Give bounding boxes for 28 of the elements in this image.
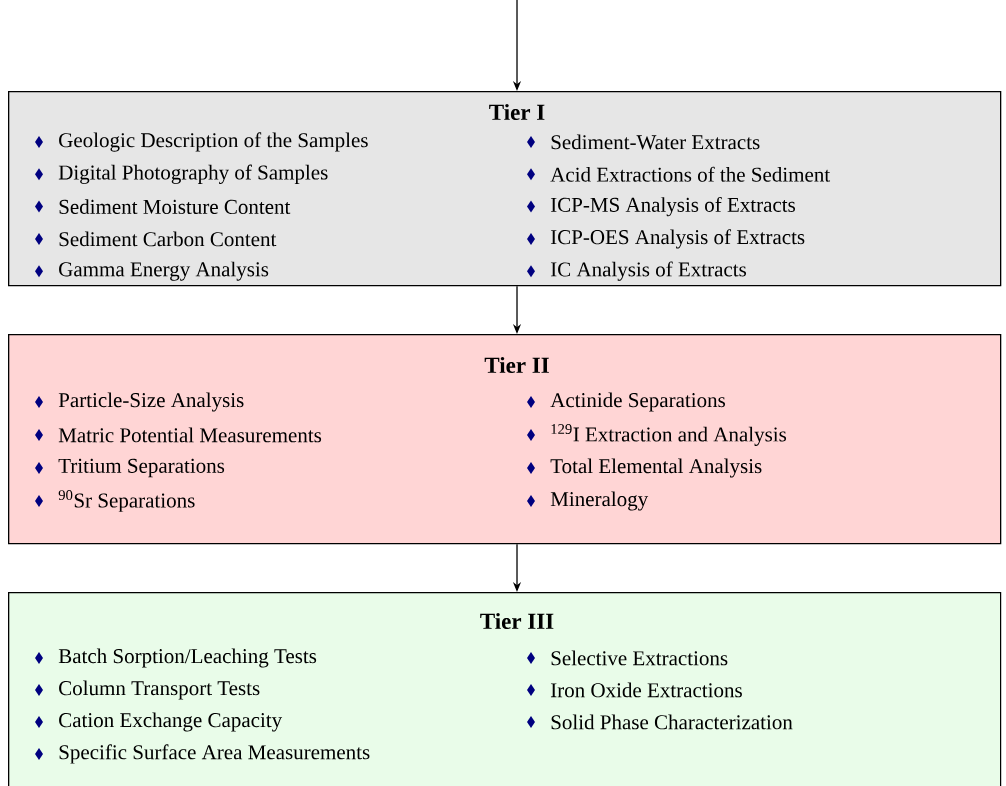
list-item: Sediment-Water Extracts	[551, 134, 760, 150]
tier-heading: Tier I	[489, 103, 545, 121]
list-item: Sediment Carbon Content	[59, 231, 277, 247]
list-item: Iron Oxide Extractions	[550, 682, 742, 698]
list-item: Batch Sorption/Leaching Tests	[58, 648, 317, 668]
list-item: Tritium Separations	[58, 458, 225, 478]
tier-heading: Tier III	[480, 612, 554, 630]
list-item: Total Elemental Analysis	[550, 458, 762, 478]
list-item: Matric Potential Measurements	[58, 427, 322, 443]
list-item: Particle-Size Analysis	[58, 392, 244, 412]
list-item: Mineralogy	[550, 491, 649, 511]
list-item: Digital Photography of Samples	[58, 164, 328, 184]
list-item: $^{90}$Sr Separations	[58, 490, 195, 512]
list-item: Specific Surface Area Measurements	[59, 744, 370, 764]
list-item: ICP-OES Analysis of Extracts	[550, 229, 805, 249]
list-item: IC Analysis of Extracts	[550, 261, 746, 281]
list-item: Gamma Energy Analysis	[59, 261, 269, 281]
list-item: Geologic Description of the Samples	[59, 132, 368, 152]
list-item: ICP-MS Analysis of Extracts	[550, 196, 796, 217]
tier-heading: Tier II	[484, 356, 549, 374]
list-item: Acid Extractions of the Sediment	[550, 166, 831, 182]
list-item: Sediment Moisture Content	[59, 199, 291, 214]
list-item: Column Transport Tests	[59, 680, 260, 700]
list-item: Solid Phase Characterization	[551, 714, 793, 730]
list-item: $^{129}$I Extraction and Analysis	[551, 424, 787, 446]
list-item: Actinide Separations	[550, 392, 725, 412]
list-item: Cation Exchange Capacity	[59, 712, 283, 732]
list-item: Selective Extractions	[551, 650, 728, 666]
